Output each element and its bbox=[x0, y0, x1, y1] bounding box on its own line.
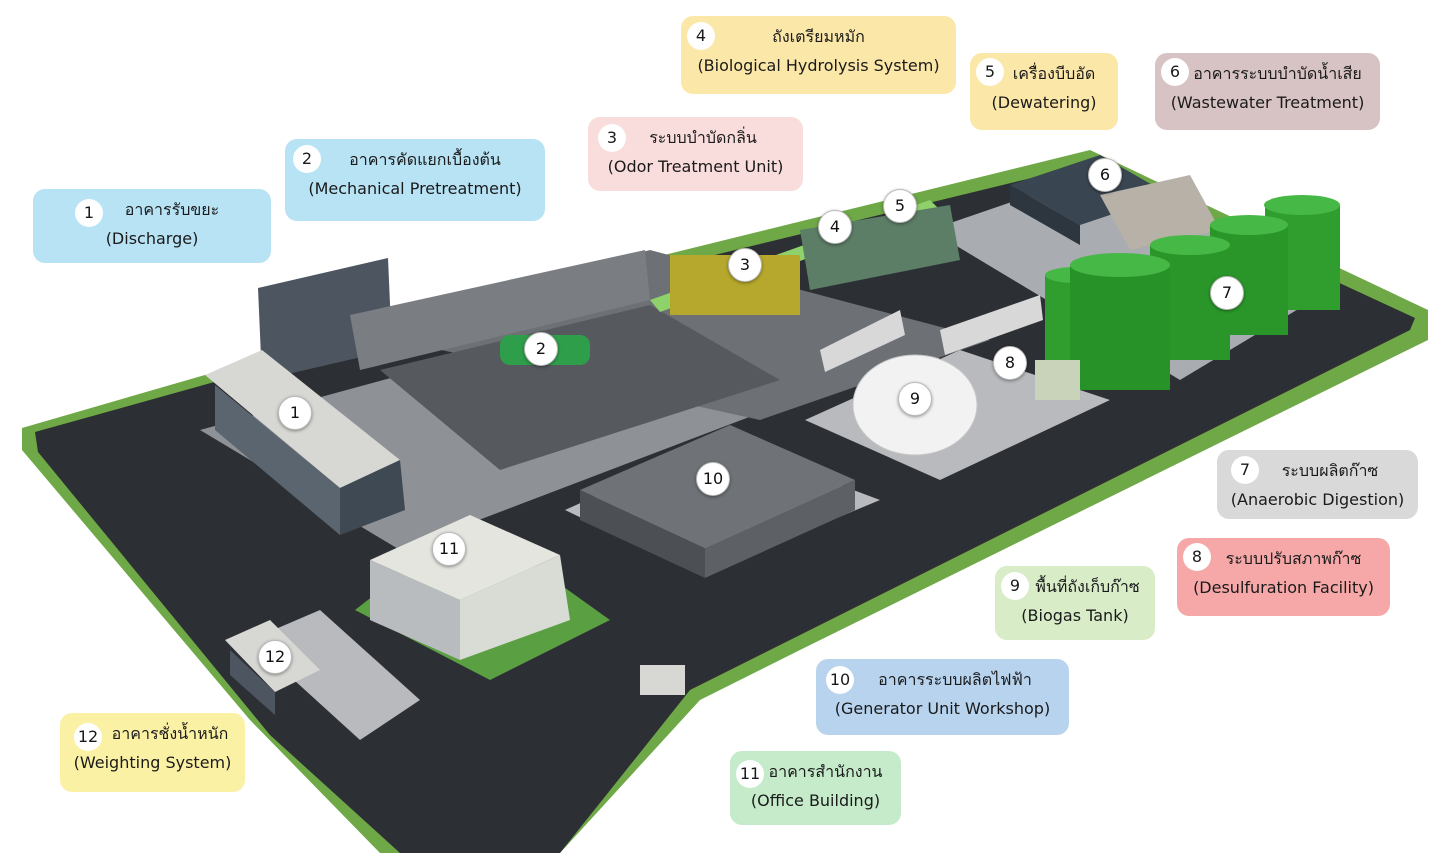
callout-number: 3 bbox=[598, 124, 626, 152]
marker-9: 9 bbox=[898, 382, 932, 416]
marker-7: 7 bbox=[1210, 276, 1244, 310]
callout-number: 4 bbox=[687, 22, 715, 50]
callout-english-label: (Weighting System) bbox=[73, 753, 232, 772]
marker-4: 4 bbox=[818, 210, 852, 244]
callout-number: 10 bbox=[826, 666, 854, 694]
building-12-wall bbox=[230, 650, 275, 715]
callout-7-anaerobic-digestion: 7 ระบบผลิตก๊าซ (Anaerobic Digestion) bbox=[1217, 450, 1418, 519]
truck-2 bbox=[940, 295, 1043, 355]
callout-thai-label: ระบบปรับสภาพก๊าซ bbox=[1225, 549, 1362, 568]
callout-8-desulfuration: 8 ระบบปรับสภาพก๊าซ (Desulfuration Facili… bbox=[1177, 538, 1390, 616]
callout-english-label: (Discharge) bbox=[105, 229, 199, 248]
callout-english-label: (Generator Unit Workshop) bbox=[834, 699, 1051, 718]
callout-3-odor-treatment: 3 ระบบบำบัดกลิ่น (Odor Treatment Unit) bbox=[588, 117, 803, 191]
callout-6-wastewater-treatment: 6 อาคารระบบบำบัดน้ำเสีย (Wastewater Trea… bbox=[1155, 53, 1380, 130]
marker-10: 10 bbox=[696, 462, 730, 496]
building-1-wall bbox=[215, 385, 340, 535]
building-2-frame bbox=[350, 250, 650, 370]
callout-thai-label: ถังเตรียมหมัก bbox=[772, 27, 865, 46]
callout-number: 11 bbox=[736, 760, 764, 788]
marker-1: 1 bbox=[278, 396, 312, 430]
building-6-tanks bbox=[1100, 175, 1220, 250]
marker-12: 12 bbox=[258, 640, 292, 674]
marker-8: 8 bbox=[993, 346, 1027, 380]
callout-english-label: (Desulfuration Facility) bbox=[1193, 578, 1374, 597]
callout-number: 1 bbox=[75, 199, 103, 227]
callout-5-dewatering: 5 เครื่องบีบอัด (Dewatering) bbox=[970, 53, 1118, 130]
callout-10-generator-unit: 10 อาคารระบบผลิตไฟฟ้า (Generator Unit Wo… bbox=[816, 659, 1069, 735]
callout-4-biological-hydrolysis: 4 ถังเตรียมหมัก (Biological Hydrolysis S… bbox=[681, 16, 956, 94]
callout-english-label: (Office Building) bbox=[750, 791, 881, 810]
callout-number: 7 bbox=[1231, 456, 1259, 484]
callout-number: 12 bbox=[74, 723, 102, 751]
desulfuration-tanks bbox=[1035, 360, 1080, 400]
callout-number: 2 bbox=[293, 145, 321, 173]
callout-thai-label: อาคารรับขยะ bbox=[124, 200, 220, 219]
callout-english-label: (Mechanical Pretreatment) bbox=[308, 179, 522, 198]
marker-2: 2 bbox=[524, 332, 558, 366]
callout-1-discharge: 1 อาคารรับขยะ (Discharge) bbox=[33, 189, 271, 263]
callout-thai-label: ระบบบำบัดกลิ่น bbox=[649, 128, 757, 147]
callout-2-mechanical-pretreatment: 2 อาคารคัดแยกเบื้องต้น (Mechanical Pretr… bbox=[285, 139, 545, 221]
callout-number: 6 bbox=[1161, 58, 1189, 86]
marker-3: 3 bbox=[728, 248, 762, 282]
digesters-7 bbox=[1045, 195, 1340, 390]
marker-6: 6 bbox=[1088, 158, 1122, 192]
building-11-side bbox=[460, 555, 570, 660]
building-10-front bbox=[580, 490, 705, 578]
building-2-floor bbox=[380, 305, 780, 470]
callout-thai-label: อาคารชั่งน้ำหนัก bbox=[111, 724, 229, 743]
callout-thai-label: ระบบผลิตก๊าซ bbox=[1281, 461, 1379, 480]
callout-thai-label: อาคารสำนักงาน bbox=[768, 762, 883, 781]
callout-9-biogas-tank: 9 พื้นที่ถังเก็บก๊าซ (Biogas Tank) bbox=[995, 566, 1155, 640]
callout-english-label: (Dewatering) bbox=[991, 93, 1097, 112]
callout-thai-label: อาคารคัดแยกเบื้องต้น bbox=[349, 150, 501, 169]
callout-english-label: (Wastewater Treatment) bbox=[1170, 93, 1365, 112]
marker-5: 5 bbox=[883, 189, 917, 223]
guard-house bbox=[640, 665, 685, 695]
building-1-side bbox=[340, 460, 405, 535]
callout-thai-label: อาคารระบบบำบัดน้ำเสีย bbox=[1193, 64, 1362, 83]
callout-english-label: (Anaerobic Digestion) bbox=[1230, 490, 1405, 509]
callout-12-weighting-system: 12 อาคารชั่งน้ำหนัก (Weighting System) bbox=[60, 713, 245, 792]
callout-number: 8 bbox=[1183, 543, 1211, 571]
callout-number: 5 bbox=[976, 58, 1004, 86]
callout-number: 9 bbox=[1001, 572, 1029, 600]
callout-english-label: (Odor Treatment Unit) bbox=[607, 157, 784, 176]
marker-11: 11 bbox=[432, 532, 466, 566]
callout-english-label: (Biological Hydrolysis System) bbox=[697, 56, 940, 75]
building-11-front bbox=[370, 560, 460, 660]
callout-11-office-building: 11 อาคารสำนักงาน (Office Building) bbox=[730, 751, 901, 825]
building-6-wall bbox=[1010, 185, 1080, 245]
callout-english-label: (Biogas Tank) bbox=[1021, 606, 1129, 625]
callout-thai-label: พื้นที่ถังเก็บก๊าซ bbox=[1035, 577, 1140, 596]
callout-thai-label: อาคารระบบผลิตไฟฟ้า bbox=[878, 670, 1032, 689]
building-11-roof bbox=[370, 515, 560, 600]
callout-thai-label: เครื่องบีบอัด bbox=[1012, 64, 1096, 83]
building-10-side bbox=[705, 480, 855, 578]
truck-1 bbox=[820, 310, 905, 372]
